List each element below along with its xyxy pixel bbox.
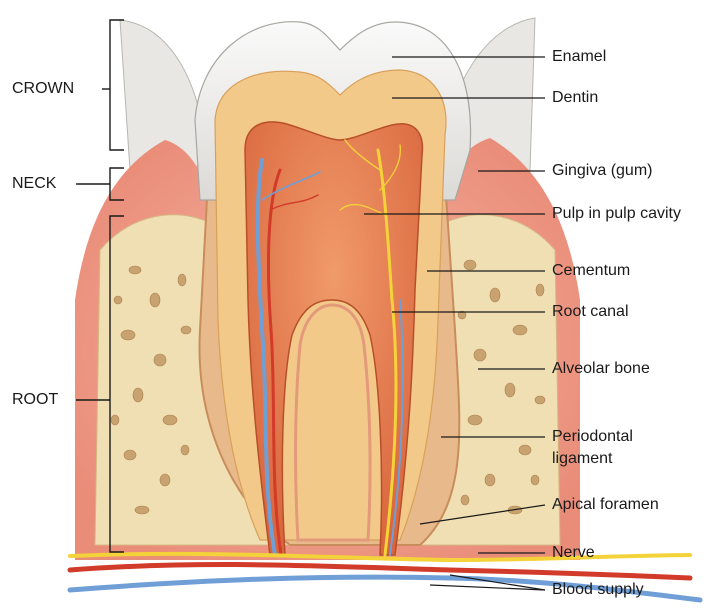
label-alveolar-bone: Alveolar bone bbox=[552, 359, 650, 379]
region-label-root: ROOT bbox=[12, 390, 58, 410]
label-pulp: Pulp in pulp cavity bbox=[552, 204, 681, 224]
label-periodontal-2: ligament bbox=[552, 449, 612, 469]
label-dentin: Dentin bbox=[552, 88, 598, 108]
root-core bbox=[296, 305, 371, 540]
label-gingiva: Gingiva (gum) bbox=[552, 161, 652, 181]
label-enamel: Enamel bbox=[552, 47, 606, 67]
label-apical-foramen: Apical foramen bbox=[552, 495, 659, 515]
label-root-canal: Root canal bbox=[552, 302, 629, 322]
region-label-crown: CROWN bbox=[12, 79, 74, 99]
region-label-neck: NECK bbox=[12, 174, 56, 194]
label-nerve: Nerve bbox=[552, 543, 595, 563]
label-cementum: Cementum bbox=[552, 261, 630, 281]
label-blood-supply: Blood supply bbox=[552, 580, 644, 600]
label-periodontal-1: Periodontal bbox=[552, 427, 633, 447]
